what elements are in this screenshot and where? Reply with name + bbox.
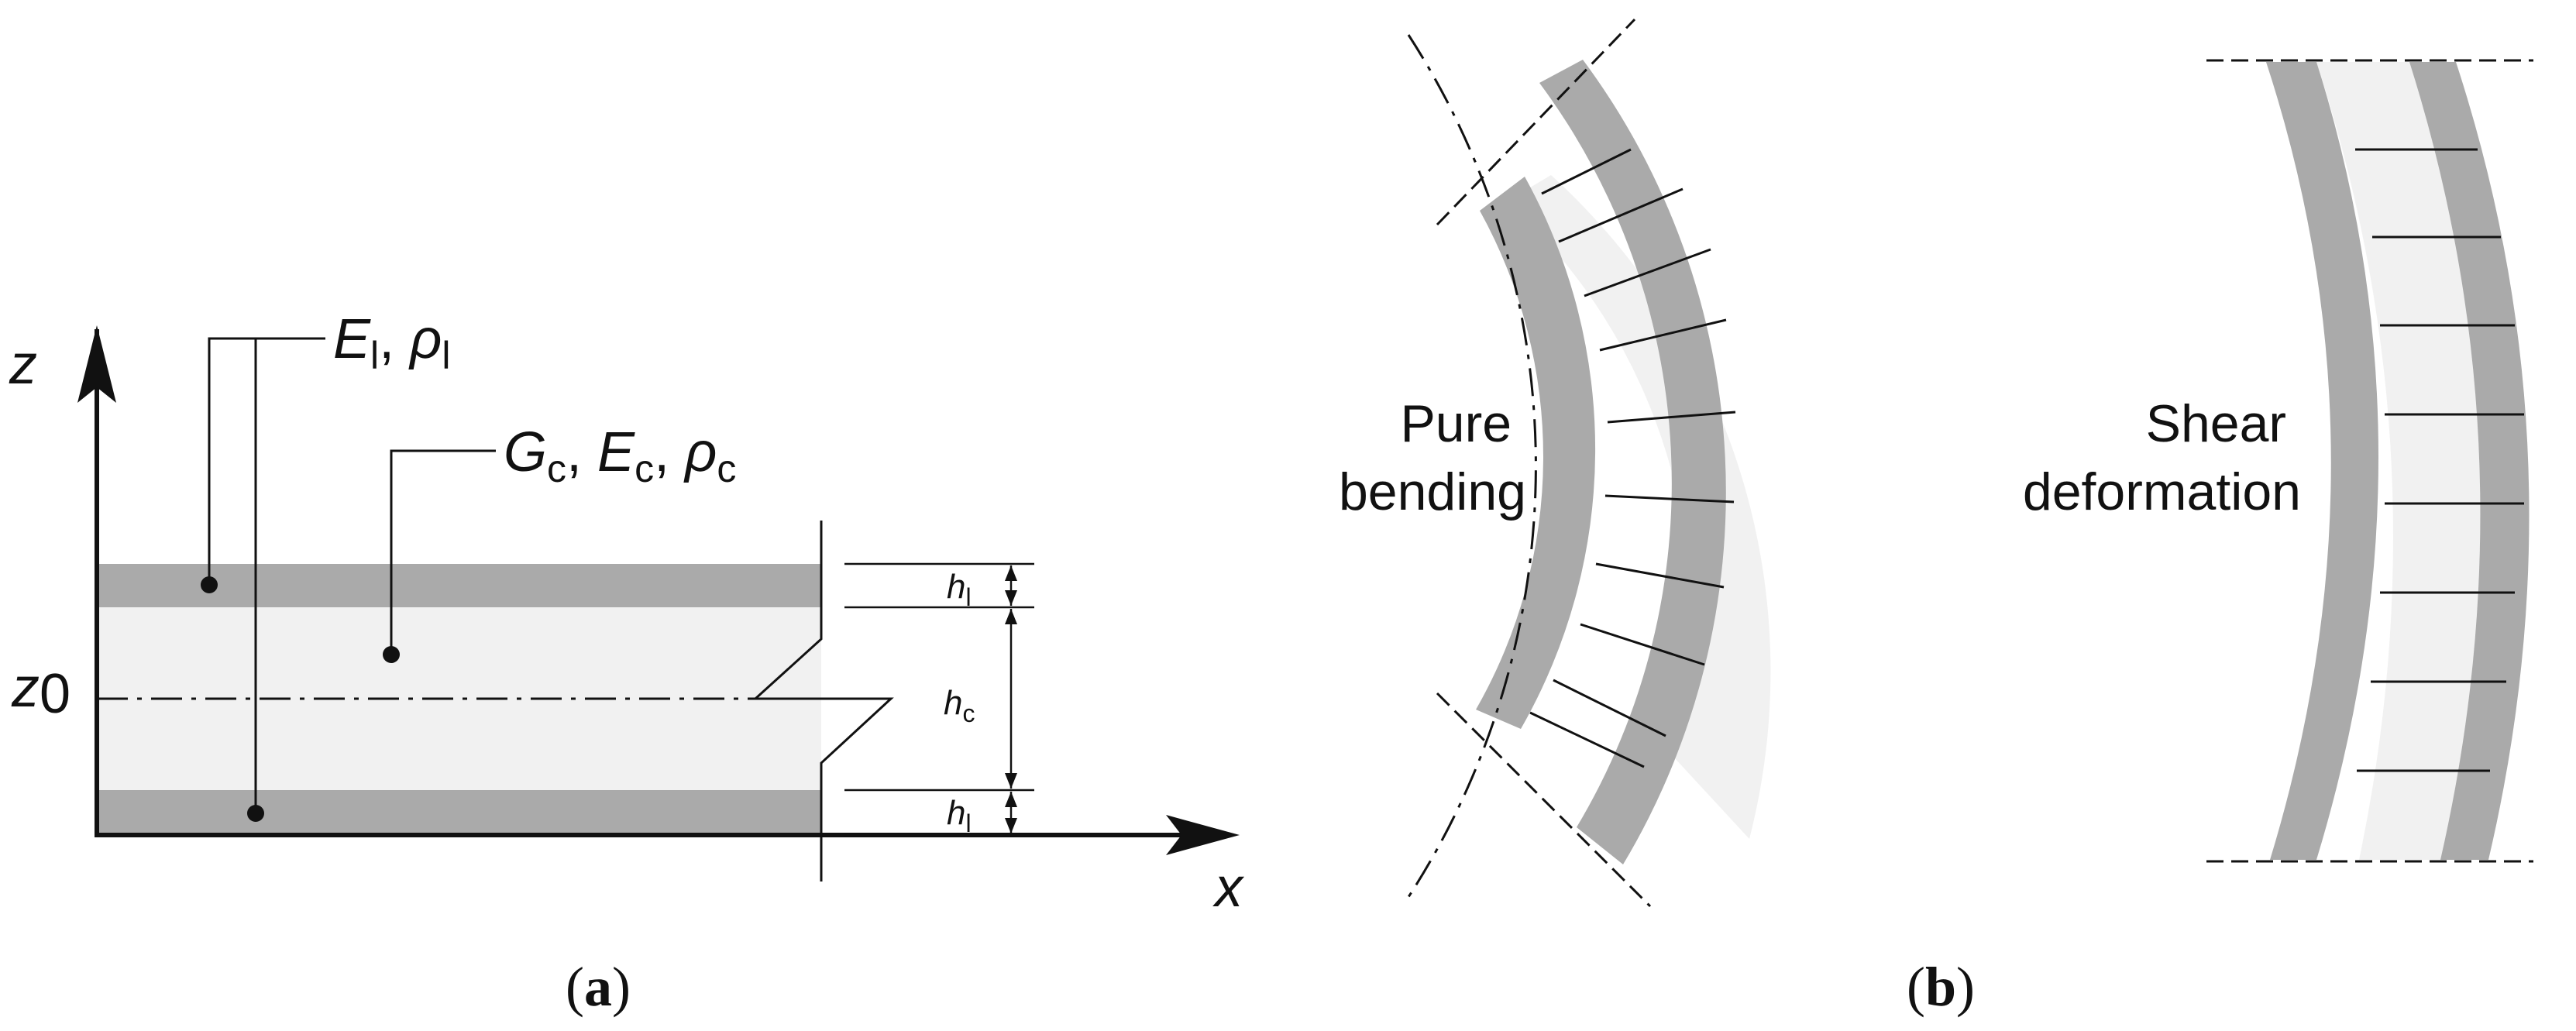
leader-core: [390, 449, 496, 655]
core-point: [383, 646, 400, 663]
caption-a: (a): [566, 956, 631, 1018]
dim-top-label: hl: [947, 568, 972, 611]
core-label: Gc, Ec, ρc: [504, 421, 736, 490]
z0-label: z0: [11, 657, 71, 725]
bending-neutral-axis: [1407, 34, 1537, 898]
leader-face-top: [208, 337, 325, 585]
bending-lower-radial-line: [1436, 692, 1652, 908]
shear-core-band: [2316, 62, 2481, 860]
dim-bottom-label: hl: [947, 794, 972, 837]
x-axis-label: x: [1212, 857, 1245, 919]
x-axis-arrowhead: [1166, 815, 1240, 855]
caption-b: (b): [1907, 956, 1975, 1018]
pure-bending-label: Pure bending: [1339, 394, 1526, 521]
face-top-point: [201, 576, 218, 593]
panel-b-shear-deformation: Shear deformation: [2023, 59, 2533, 863]
panel-a: z x z0 El, ρl Gc, Ec, ρc hl hc hl (a): [9, 308, 1245, 1018]
bottom-face-layer: [97, 790, 821, 835]
z-axis-label: z: [9, 334, 37, 396]
bending-inner-face: [1476, 177, 1596, 729]
shear-section-lines: [2355, 148, 2524, 772]
shear-right-face: [2409, 62, 2530, 860]
face-layer-label: El, ρl: [333, 308, 451, 377]
bending-upper-radial-line: [1436, 18, 1636, 226]
shear-deformation-label: Shear deformation: [2023, 394, 2301, 521]
bending-section-lines: [1529, 148, 1736, 768]
dim-core-label: hc: [944, 684, 975, 727]
break-line: [752, 521, 894, 882]
panel-b-pure-bending: Pure bending: [1339, 18, 1771, 908]
dimension-lines: [844, 562, 1034, 837]
shear-left-face: [2266, 62, 2378, 860]
face-bottom-point: [247, 805, 264, 822]
bending-core-band: [1507, 175, 1771, 839]
z-axis-arrowhead: [77, 325, 116, 403]
